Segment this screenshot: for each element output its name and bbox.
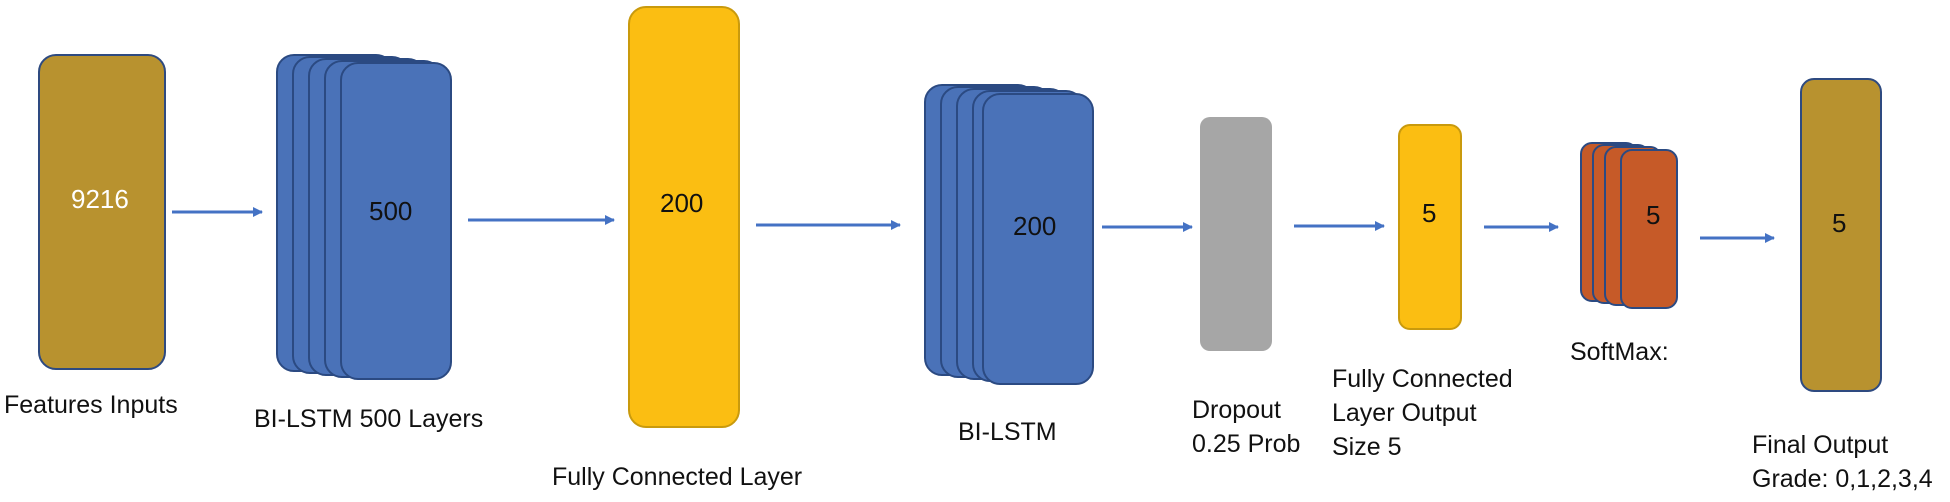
fc-output-value: 5 <box>1422 198 1437 228</box>
bilstm-2-layer-5 <box>982 93 1094 385</box>
fc-output-label-line-3: Size 5 <box>1332 433 1402 461</box>
softmax-value: 5 <box>1646 200 1661 230</box>
fc-1-label: Fully Connected Layer <box>552 463 803 491</box>
bilstm-1-layer-5 <box>340 62 452 380</box>
fc-output-label-line-2: Layer Output <box>1332 399 1477 427</box>
bilstm-2-value: 200 <box>1013 211 1057 241</box>
fc-1-value: 200 <box>660 188 704 218</box>
final-output-label-line-2: Grade: 0,1,2,3,4 <box>1752 465 1933 493</box>
features-input-value: 9216 <box>71 184 129 214</box>
features-input-label: Features Inputs <box>4 391 178 419</box>
features-input-block <box>38 54 166 370</box>
final-output-label-line-1: Final Output <box>1752 431 1889 459</box>
fc-output-block <box>1398 124 1462 330</box>
bilstm-1-label: BI-LSTM 500 Layers <box>254 405 484 433</box>
final-output-label: Final Output Grade: 0,1,2,3,4 <box>1752 428 1933 496</box>
dropout-label-line-1: Dropout <box>1192 396 1281 424</box>
fc-output-label: Fully Connected Layer Output Size 5 <box>1332 362 1513 464</box>
softmax-layer-4 <box>1620 149 1678 309</box>
final-output-block <box>1800 78 1882 392</box>
dropout-label: Dropout 0.25 Prob <box>1192 393 1300 461</box>
dropout-label-line-2: 0.25 Prob <box>1192 430 1301 458</box>
final-output-value: 5 <box>1832 208 1847 238</box>
softmax-label: SoftMax: <box>1570 338 1669 366</box>
bilstm-1-value: 500 <box>369 196 413 226</box>
bilstm-2-label: BI-LSTM <box>958 418 1057 446</box>
dropout-block <box>1200 117 1272 351</box>
fc-output-label-line-1: Fully Connected <box>1332 365 1513 393</box>
fc-1-block <box>628 6 740 428</box>
